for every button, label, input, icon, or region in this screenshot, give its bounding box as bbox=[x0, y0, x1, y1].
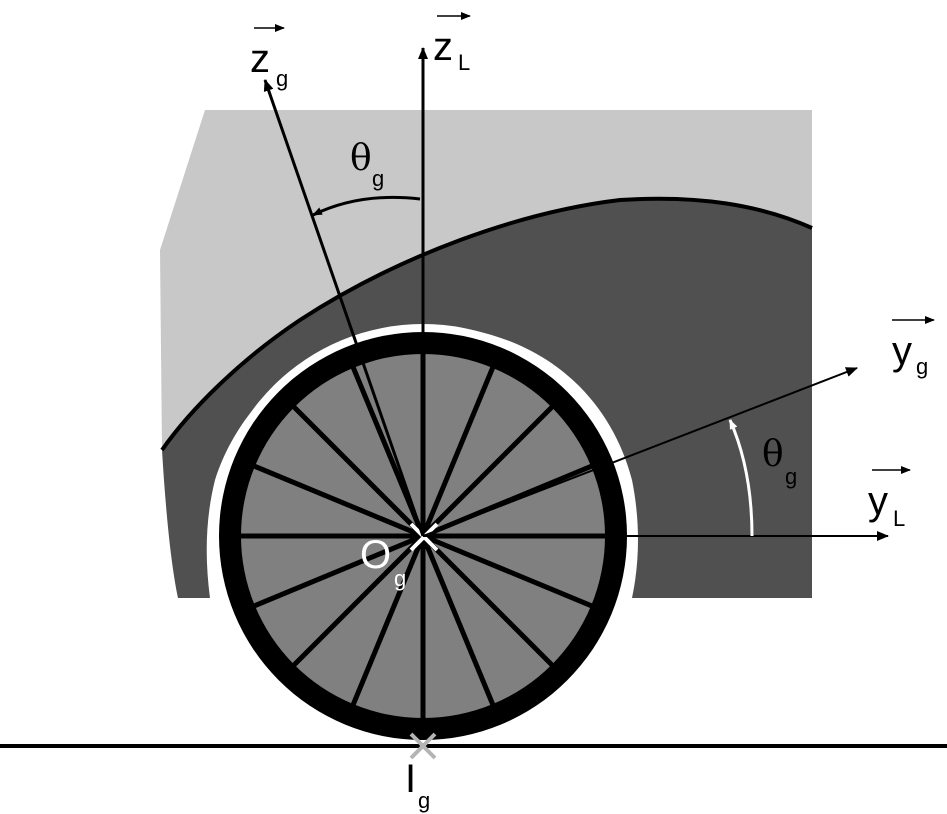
label-theta-right: θ g bbox=[762, 434, 797, 489]
label-O-g-sub: g bbox=[394, 566, 406, 591]
label-z-L-main: z bbox=[433, 25, 453, 69]
label-theta-top-sub: g bbox=[372, 166, 384, 191]
label-z-g-sub: g bbox=[276, 66, 288, 91]
label-O-g: O g bbox=[360, 533, 406, 591]
wheel-spoke bbox=[291, 534, 425, 668]
label-y-g-main: y bbox=[892, 329, 912, 373]
label-I-g-main: I bbox=[405, 757, 416, 801]
label-y-g-sub: g bbox=[916, 354, 928, 379]
label-z-L-sub: L bbox=[458, 50, 470, 75]
theta-top-arc bbox=[312, 195, 421, 217]
label-O-g-main: O bbox=[360, 533, 391, 577]
label-y-g: y g bbox=[892, 316, 935, 379]
car-body-light-panel bbox=[160, 110, 812, 450]
fender-edge-line bbox=[160, 196, 813, 452]
wheel-spoke bbox=[421, 404, 555, 538]
z-g-axis bbox=[263, 79, 425, 537]
wheel-spoke bbox=[350, 365, 426, 537]
label-z-g-main: z bbox=[250, 37, 270, 81]
theta-right-arc bbox=[728, 419, 754, 537]
contact-point-marker bbox=[409, 732, 437, 760]
wheel-spoke bbox=[252, 533, 424, 609]
label-I-g-sub: g bbox=[418, 788, 430, 813]
label-theta-top: θ g bbox=[350, 138, 384, 191]
label-y-L-sub: L bbox=[893, 506, 905, 531]
label-theta-right-sub: g bbox=[785, 464, 797, 489]
wheel-spoke bbox=[422, 533, 594, 609]
label-z-g: z g bbox=[250, 24, 288, 91]
label-z-L: z L bbox=[433, 12, 471, 75]
wheel-spoke bbox=[350, 535, 426, 707]
wheel-spoke bbox=[420, 365, 496, 537]
wheel-spoke bbox=[291, 404, 425, 538]
label-theta-right-main: θ bbox=[762, 434, 784, 475]
wheel-spoke bbox=[421, 534, 555, 668]
label-y-L: y L bbox=[868, 466, 911, 531]
label-y-L-main: y bbox=[868, 479, 888, 523]
car-body-dark-fender bbox=[162, 198, 812, 598]
label-I-g: I g bbox=[405, 757, 430, 813]
wheel-spoke bbox=[252, 463, 424, 539]
label-theta-top-main: θ bbox=[350, 138, 372, 179]
y-g-axis bbox=[422, 367, 858, 537]
wheel-spoke bbox=[420, 535, 496, 707]
